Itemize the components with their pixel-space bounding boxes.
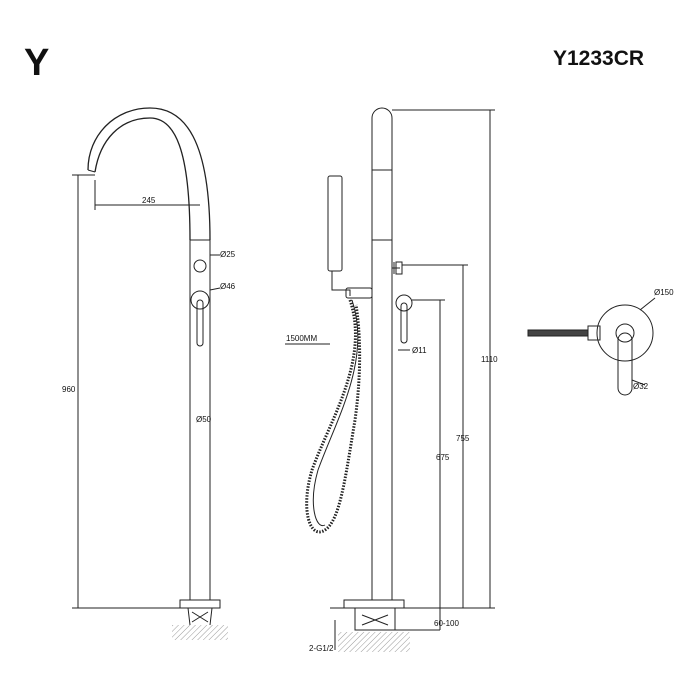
dim-pipe-diameter: Ø50 [196,415,212,424]
dim-diameter-11: Ø11 [412,346,427,355]
brand-logo: Y [24,42,50,84]
dim-floor-range: 60-100 [434,619,459,628]
dim-diameter-25: Ø25 [220,250,236,259]
side-view-faucet [72,107,228,640]
dim-height-675: 675 [436,453,450,462]
dim-spout-reach: 245 [142,196,156,205]
dim-total-height: 1110 [481,355,498,364]
dim-total-height-left: 960 [62,385,76,394]
wall-mixer-view [527,297,656,396]
dim-plate-diameter: Ø150 [654,288,674,297]
dim-height-755: 755 [456,434,470,443]
model-code: Y1233CR [553,47,645,70]
dim-hose-length: 1500MM [286,334,318,343]
dim-inlet: 2-G1/2 [309,644,334,653]
dim-handle-diameter: Ø32 [633,382,649,391]
dim-diameter-46: Ø46 [220,282,236,291]
front-view-faucet [285,107,495,652]
